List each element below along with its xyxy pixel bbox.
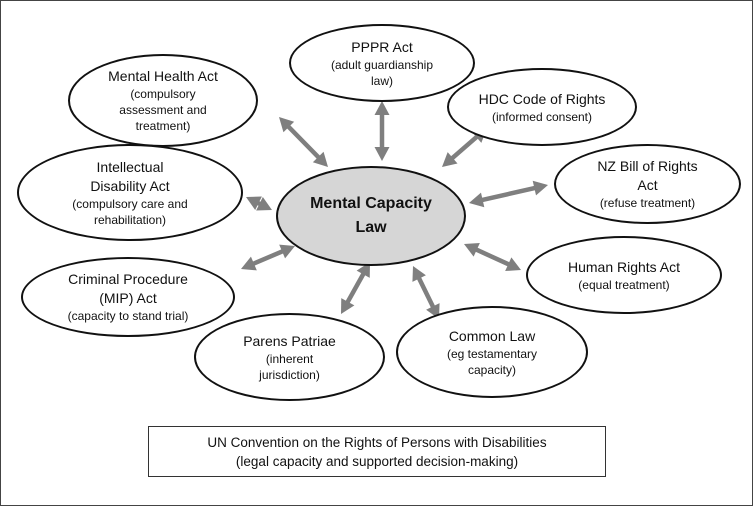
connector-arrow-pppr [374, 101, 390, 161]
node-title: Mental Health Act [108, 68, 218, 84]
node-subtitle: (compulsory care and [72, 196, 188, 211]
node-pppr-act: PPPR Act (adult guardianship law) [289, 24, 475, 102]
node-subtitle: (capacity to stand trial) [67, 309, 189, 323]
node-title: Intellectual [96, 158, 164, 175]
un-convention-subtitle: (legal capacity and supported decision-m… [235, 453, 519, 469]
node-human-rights-act: Human Rights Act (equal treatment) [526, 236, 722, 314]
center-node-mental-capacity-law: Mental Capacity Law [276, 166, 466, 266]
center-title-line-2: Law [355, 219, 387, 236]
connector-arrow-mha [279, 117, 328, 167]
node-title: Disability Act [90, 177, 170, 194]
node-title: Criminal Procedure [68, 271, 188, 287]
node-title: Parens Patriae [243, 332, 336, 349]
node-intellectual-disability-act: Intellectual Disability Act (compulsory … [17, 144, 243, 241]
node-subtitle: jurisdiction) [259, 367, 320, 382]
node-subtitle: law) [370, 73, 393, 88]
node-subtitle: (eg testamentary [446, 346, 538, 361]
node-nz-bill-of-rights-act: NZ Bill of Rights Act (refuse treatment) [554, 144, 741, 224]
node-criminal-procedure-mip-act: Criminal Procedure (MIP) Act (capacity t… [21, 257, 235, 337]
node-title: PPPR Act [351, 38, 413, 55]
connector-arrow-nzbr [469, 180, 548, 208]
un-convention-title: UN Convention on the Rights of Persons w… [207, 434, 547, 450]
node-subtitle: (adult guardianship [330, 57, 434, 72]
node-subtitle: (refuse treatment) [599, 196, 696, 210]
node-title: NZ Bill of Rights [597, 158, 698, 174]
center-title-line-1: Mental Capacity [310, 195, 432, 212]
node-subtitle: treatment) [135, 119, 191, 133]
node-subtitle: (informed consent) [491, 109, 593, 124]
node-title: (MIP) Act [99, 290, 157, 306]
node-parens-patriae: Parens Patriae (inherent jurisdiction) [194, 313, 385, 401]
node-common-law: Common Law (eg testamentary capacity) [396, 306, 588, 398]
node-mental-health-act: Mental Health Act (compulsory assessment… [68, 54, 258, 147]
un-convention-box: UN Convention on the Rights of Persons w… [148, 426, 606, 477]
node-subtitle: rehabilitation) [93, 212, 167, 227]
node-title: Common Law [448, 327, 536, 344]
connector-arrow-pp [341, 262, 370, 314]
node-title: Human Rights Act [567, 258, 681, 275]
connector-arrow-cl [412, 266, 440, 319]
node-title: Act [637, 177, 658, 193]
node-subtitle: (equal treatment) [578, 277, 670, 292]
connector-arrow-hra [464, 242, 521, 272]
node-subtitle: (inherent [265, 351, 314, 366]
node-hdc-code-of-rights: HDC Code of Rights (informed consent) [447, 68, 637, 146]
node-subtitle: capacity) [467, 362, 517, 377]
node-title: HDC Code of Rights [478, 90, 606, 107]
node-subtitle: (compulsory [130, 87, 196, 101]
connector-arrow-ida [246, 196, 272, 211]
node-subtitle: assessment and [119, 103, 207, 117]
connector-arrow-cp [241, 244, 295, 271]
